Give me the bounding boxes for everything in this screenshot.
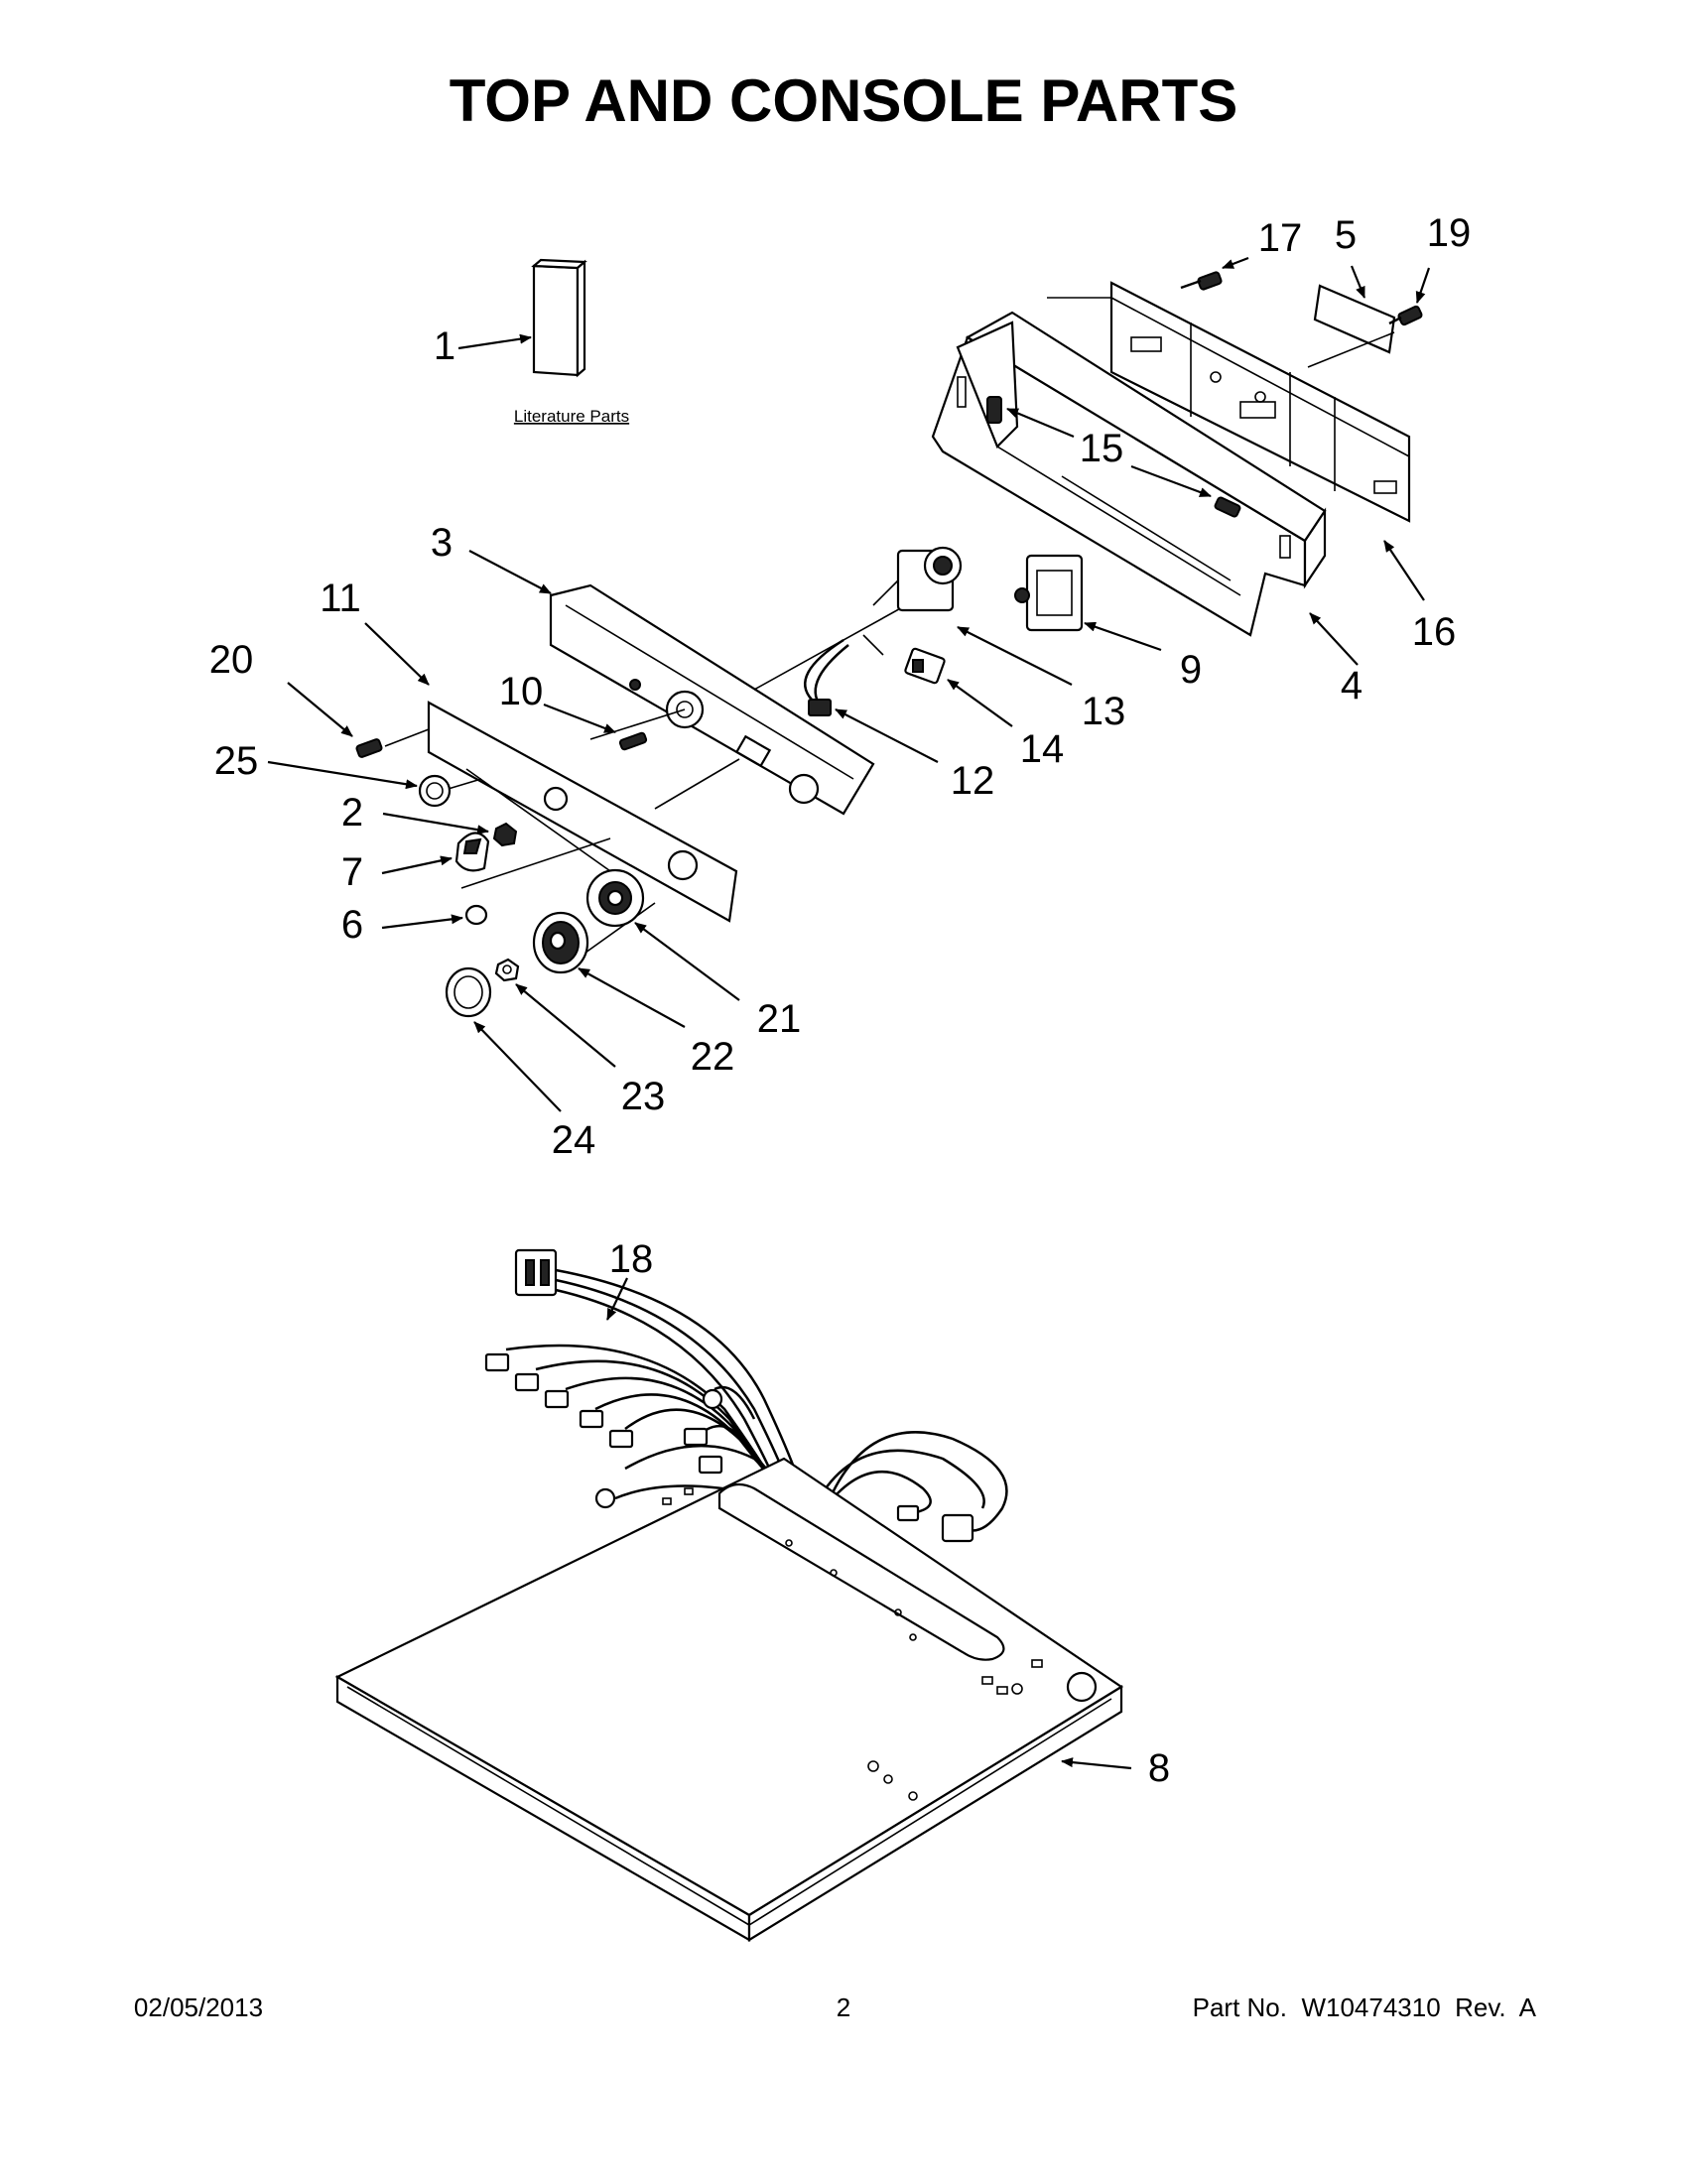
literature-book — [531, 258, 587, 378]
knob-7 — [454, 832, 490, 872]
callout-2: 2 — [341, 791, 363, 835]
leader-9 — [1084, 621, 1162, 652]
leader-13 — [957, 626, 1073, 686]
leader-5 — [1350, 265, 1366, 299]
leader-10 — [543, 703, 616, 734]
callout-25: 25 — [214, 739, 259, 783]
screw-10 — [618, 731, 648, 751]
callout-9: 9 — [1180, 648, 1202, 692]
leader-15b — [1130, 464, 1212, 498]
callout-1: 1 — [434, 324, 455, 368]
top-panel-8 — [334, 1457, 1124, 1942]
leader-3 — [468, 550, 552, 594]
callout-6: 6 — [341, 903, 363, 947]
screws-15 — [986, 396, 1241, 518]
callout-16: 16 — [1412, 610, 1457, 654]
small-plate — [1307, 284, 1396, 368]
knob-22 — [532, 911, 589, 974]
leader-25 — [267, 760, 418, 790]
indicator-6 — [464, 904, 488, 926]
callout-7: 7 — [341, 850, 363, 894]
leader-1 — [457, 333, 532, 350]
nut-23 — [494, 958, 520, 982]
leader-7 — [381, 855, 453, 875]
callout-4: 4 — [1341, 664, 1363, 707]
footer-date: 02/05/2013 — [134, 1992, 263, 2022]
control-panel — [549, 583, 875, 816]
leader-12 — [835, 708, 939, 763]
leader-21 — [634, 922, 740, 1001]
callout-3: 3 — [431, 521, 453, 565]
leader-11 — [364, 622, 430, 686]
leader-20 — [287, 682, 353, 737]
literature-parts-label: Literature Parts — [514, 407, 629, 426]
leader-6 — [381, 914, 463, 930]
leader-19 — [1415, 267, 1431, 304]
cap-24 — [445, 966, 492, 1018]
timer-13 — [872, 546, 963, 612]
nut-2 — [492, 822, 518, 847]
callout-17: 17 — [1258, 216, 1303, 260]
rear-bracket — [1047, 281, 1411, 523]
harness-12 — [803, 638, 849, 716]
callout-22: 22 — [691, 1035, 735, 1079]
callout-10: 10 — [499, 670, 544, 713]
callout-18: 18 — [609, 1237, 654, 1281]
leader-14 — [947, 679, 1013, 727]
callout-15: 15 — [1080, 427, 1124, 470]
screw-20 — [355, 738, 383, 758]
bezel-21 — [585, 868, 645, 928]
callout-5: 5 — [1335, 213, 1357, 257]
console-overlay — [427, 701, 738, 923]
leader-2 — [382, 812, 489, 835]
selector-switch-9 — [1014, 554, 1084, 632]
callout-23: 23 — [621, 1075, 666, 1118]
callout-21: 21 — [757, 997, 802, 1041]
leader-16 — [1383, 540, 1425, 601]
callout-13: 13 — [1082, 690, 1126, 733]
leader-8 — [1061, 1757, 1132, 1770]
callout-11: 11 — [320, 577, 361, 620]
leader-17 — [1222, 256, 1249, 270]
leader-23 — [515, 983, 616, 1068]
callout-20: 20 — [209, 638, 254, 682]
switch-14 — [904, 647, 946, 685]
ring-25 — [418, 774, 452, 808]
screw-19 — [1388, 305, 1423, 326]
callout-12: 12 — [951, 759, 995, 803]
callout-24: 24 — [552, 1118, 596, 1162]
page-title: TOP AND CONSOLE PARTS — [450, 67, 1238, 134]
callout-19: 19 — [1427, 211, 1472, 255]
leader-4 — [1309, 612, 1359, 666]
leader-18 — [606, 1277, 628, 1321]
screw-17 — [1180, 271, 1223, 291]
callout-8: 8 — [1148, 1746, 1170, 1790]
leader-24 — [473, 1021, 562, 1112]
footer-part-number: Part No. W10474310 Rev. A — [1193, 1992, 1537, 2022]
callout-14: 14 — [1020, 727, 1065, 771]
leader-22 — [578, 967, 686, 1028]
footer-page-number: 2 — [837, 1992, 850, 2022]
leader-15a — [1006, 407, 1075, 439]
